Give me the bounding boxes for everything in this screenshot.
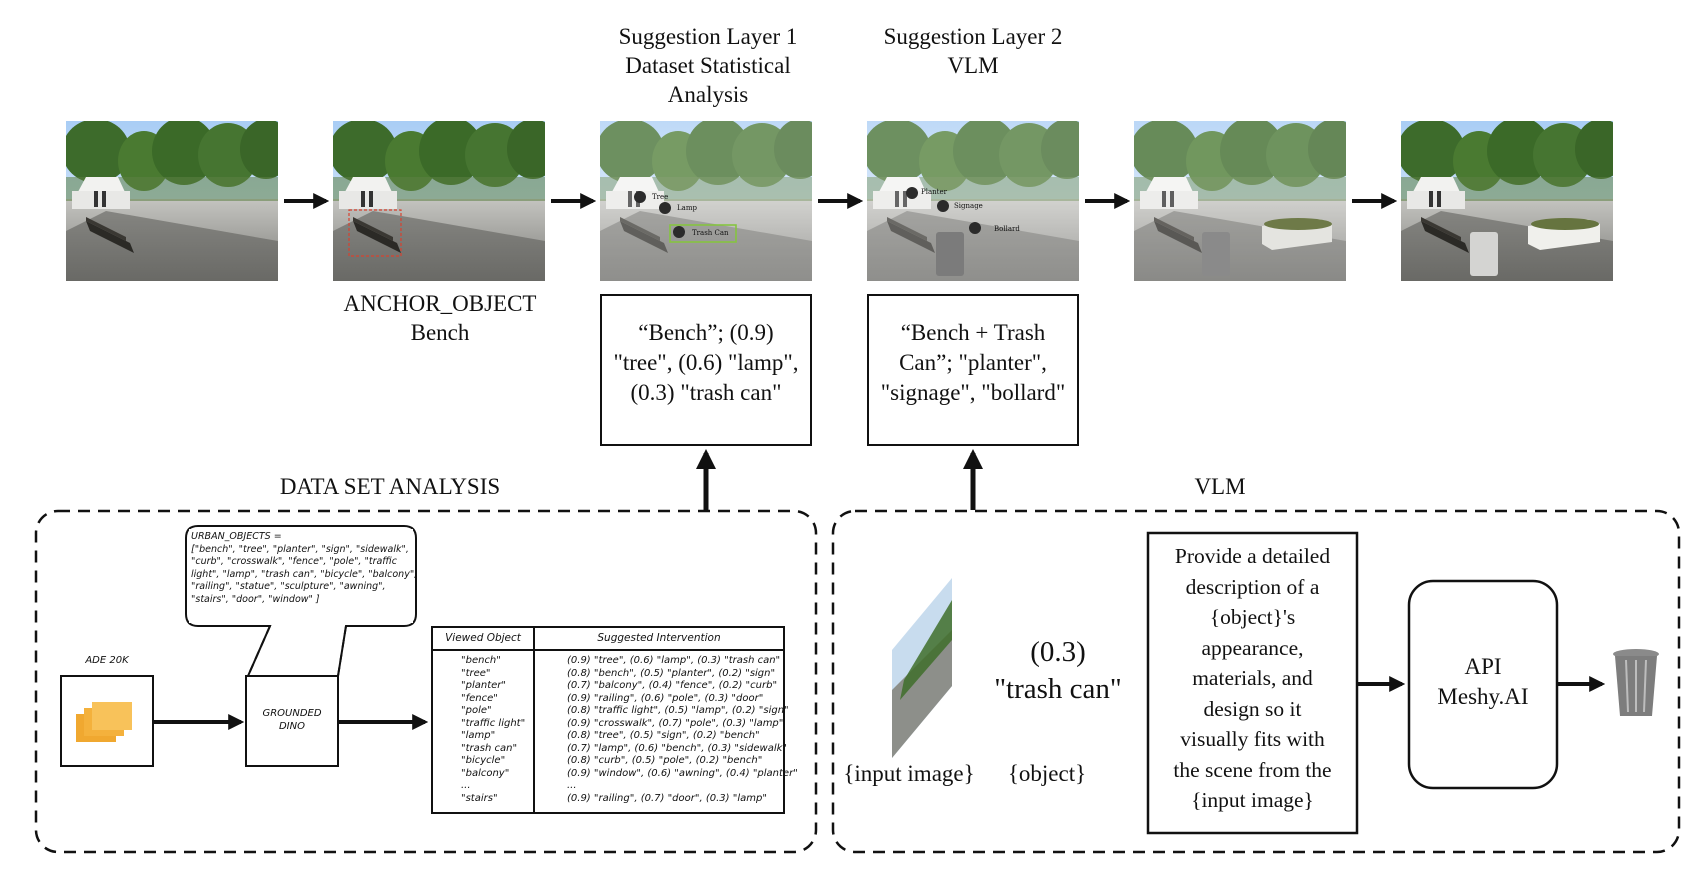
table-cell: "lamp"	[461, 730, 496, 741]
ade20k-label: ADE 20K	[85, 655, 129, 666]
trash-can-marker-icon	[673, 226, 685, 238]
table-cell: (0.8) "tree", (0.5) "sign", (0.2) "bench…	[567, 730, 760, 741]
prompt-box	[1146, 531, 1359, 835]
table-cell: (0.8) "traffic light", (0.5) "lamp", (0.…	[567, 705, 789, 716]
table-cell: "tree"	[461, 667, 491, 679]
photo-layer1: Tree Lamp Trash Can	[600, 121, 812, 281]
tree-marker-icon	[634, 191, 646, 203]
table-cell: ...	[567, 780, 577, 791]
object-label: Tree	[652, 193, 668, 201]
photo-output-2	[1401, 121, 1613, 281]
anchor-bounding-box	[348, 209, 402, 257]
vlm-region	[831, 509, 1681, 854]
urban-objects-bubble	[185, 525, 417, 677]
trash-can-icon	[1202, 232, 1230, 276]
object-label: Trash Can	[692, 229, 729, 237]
table-cell: (0.9) "window", (0.6) "awning", (0.4) "p…	[567, 767, 798, 779]
photo-output-1	[1134, 121, 1346, 281]
table-cell: (0.9) "railing", (0.6) "pole", (0.3) "do…	[567, 692, 764, 704]
planter-marker-icon	[906, 187, 918, 199]
photo-anchor-object	[333, 121, 545, 281]
trash-can-icon	[1613, 649, 1659, 716]
vlm-title: VLM	[1194, 474, 1246, 499]
layer2-title: Suggestion Layer 2 VLM	[883, 24, 1063, 78]
anchor-object-label: ANCHOR_OBJECT Bench	[343, 291, 537, 345]
table-cell: (0.9) "railing", (0.7) "door", (0.3) "la…	[567, 792, 767, 804]
table-cell: "bench"	[461, 655, 501, 666]
photo-original	[66, 121, 278, 281]
table-cell: (0.7) "balcony", (0.4) "fence", (0.2) "c…	[567, 680, 778, 691]
urban-objects-list: URBAN_OBJECTS = ["bench", "tree", "plant…	[191, 531, 418, 605]
object-label: Signage	[954, 202, 983, 210]
lamp-marker-icon	[659, 202, 671, 214]
photo-layer2: Planter Signage Bollard	[867, 121, 1079, 281]
table-header-suggested-intervention: Suggested Intervention	[597, 632, 721, 644]
table-cell: "bicycle"	[461, 755, 506, 766]
table-cell: "planter"	[461, 680, 506, 691]
table-cell: "pole"	[461, 705, 492, 716]
bollard-marker-icon	[969, 222, 981, 234]
intervention-column: (0.9) "tree", (0.6) "lamp", (0.3) "trash…	[567, 655, 798, 805]
object-label: Bollard	[994, 225, 1020, 233]
trash-can-icon	[936, 232, 964, 276]
dataset-analysis-title: DATA SET ANALYSIS	[279, 474, 501, 499]
object-label: Lamp	[677, 204, 697, 212]
object-label: Planter	[921, 188, 948, 196]
dataset-analysis-region	[34, 509, 818, 854]
intervention-table	[431, 626, 785, 814]
table-cell: ...	[461, 780, 471, 791]
folder-icon	[76, 702, 132, 742]
trash-can-box	[669, 224, 737, 243]
signage-marker-icon	[937, 200, 949, 212]
viewed-object-column: "bench" "tree" "planter" "fence" "pole" …	[461, 655, 533, 805]
api-label: API Meshy.AI	[1437, 654, 1529, 709]
layer1-title: Suggestion Layer 1 Dataset Statistical A…	[618, 24, 798, 107]
table-cell: "traffic light"	[461, 717, 526, 729]
prompt-text: Provide a detailed description of a {obj…	[1173, 544, 1332, 812]
table-cell: "balcony"	[461, 767, 510, 779]
table-cell: (0.7) "lamp", (0.6) "bench", (0.3) "side…	[567, 742, 787, 754]
trash-can-icon	[1470, 232, 1498, 276]
table-cell: "trash can"	[461, 742, 518, 754]
table-cell: (0.8) "curb", (0.5) "pole", (0.2) "bench…	[567, 755, 763, 766]
layer2-suggestion-box: “Bench + Trash Can”; "planter", "signage…	[867, 294, 1079, 446]
grounded-dino-label: GROUNDED DINO	[262, 708, 322, 732]
table-cell: "stairs"	[461, 792, 498, 804]
table-cell: (0.9) "tree", (0.6) "lamp", (0.3) "trash…	[567, 655, 781, 666]
input-image-label: {input image}	[843, 761, 975, 786]
table-cell: (0.8) "bench", (0.5) "planter", (0.2) "s…	[567, 667, 776, 679]
score-label: (0.3) "trash can"	[994, 636, 1122, 705]
layer1-suggestion-box: “Bench”; (0.9) "tree", (0.6) "lamp", (0.…	[600, 294, 812, 446]
object-placeholder-label: {object}	[1007, 761, 1087, 786]
arrow-up-icon	[696, 449, 983, 510]
table-cell: "fence"	[461, 692, 498, 704]
table-cell: (0.9) "crosswalk", (0.7) "pole", (0.3) "…	[567, 717, 784, 729]
table-header-viewed-object: Viewed Object	[445, 632, 521, 644]
input-image-thumbnail	[892, 578, 952, 758]
